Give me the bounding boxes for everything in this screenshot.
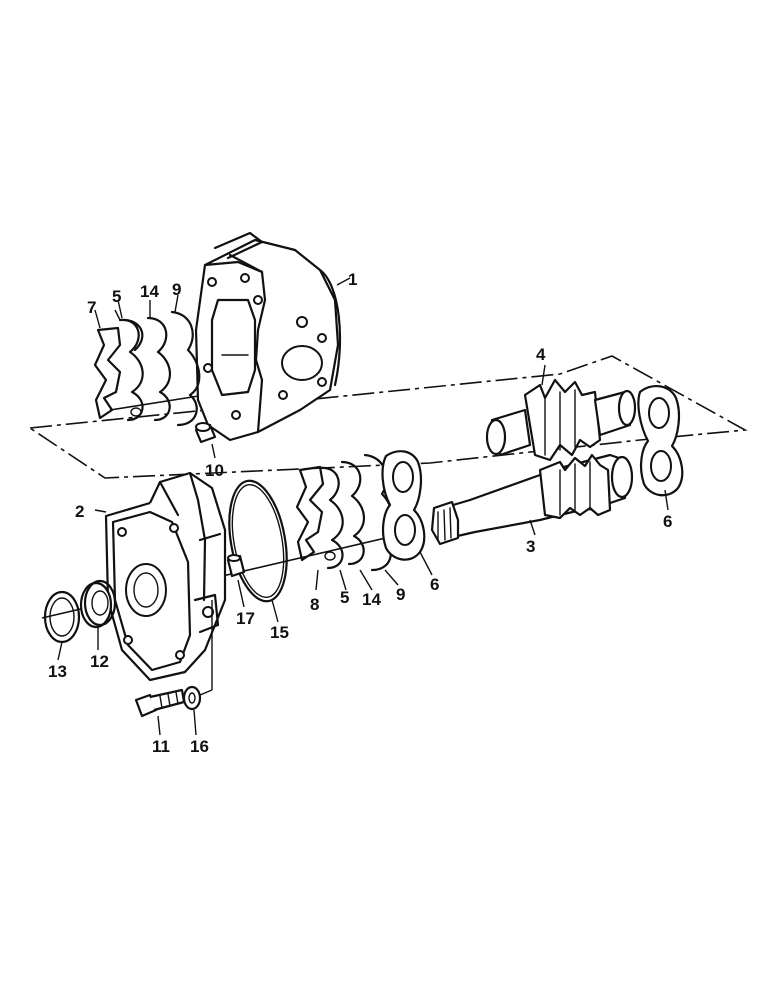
bolt-axis-line <box>199 689 213 696</box>
callout-12: 12 <box>90 652 109 671</box>
callout-13: 13 <box>48 662 67 681</box>
driven-gear-part-4 <box>485 378 637 462</box>
snap-ring-part-13 <box>43 590 81 644</box>
callout-10: 10 <box>205 461 224 480</box>
callout-17: 17 <box>236 609 255 628</box>
o-ring-part-15 <box>228 479 288 603</box>
pump-body-part-1 <box>194 231 342 442</box>
shaft-seal-part-12 <box>79 579 117 629</box>
wear-plate-part-6-right <box>637 384 684 497</box>
callout-6-lower: 6 <box>430 575 439 594</box>
bolt-part-11 <box>134 688 186 718</box>
callout-11: 11 <box>152 737 170 756</box>
wear-plate-part-6-lower <box>381 450 426 561</box>
callout-1: 1 <box>348 270 357 289</box>
washer-part-16 <box>182 685 202 711</box>
seal-part-9-upper <box>170 310 201 427</box>
callout-2: 2 <box>75 502 84 521</box>
upper-axis-line <box>109 394 206 411</box>
callout-5-lower: 5 <box>340 588 349 607</box>
callout-14-lower: 14 <box>362 590 381 609</box>
callout-3: 3 <box>526 537 535 556</box>
dowel-pin-part-10 <box>194 422 217 444</box>
drive-gear-shaft-part-3 <box>430 453 634 546</box>
seal-set-lower <box>295 453 394 572</box>
seal-part-5-lower <box>318 466 344 570</box>
callout-14-upper: 14 <box>140 282 159 301</box>
callout-16: 16 <box>190 737 209 756</box>
callout-15: 15 <box>270 623 289 642</box>
cover-flange-part-2 <box>104 471 227 682</box>
seal-part-14-lower <box>340 460 365 566</box>
assembly-plane-outline <box>27 355 748 479</box>
callout-5-upper: 5 <box>112 287 121 306</box>
leader-lines <box>57 277 669 736</box>
seal-set-upper <box>93 310 201 427</box>
callout-4: 4 <box>536 345 546 364</box>
seal-part-5-upper <box>118 318 144 422</box>
backup-plate-part-8 <box>295 465 325 562</box>
backup-plate-part-7 <box>93 326 122 420</box>
callout-6-right: 6 <box>663 512 672 531</box>
callout-9-lower: 9 <box>396 585 405 604</box>
callout-9-upper: 9 <box>172 280 181 299</box>
fitting-part-17 <box>226 554 246 578</box>
callout-8: 8 <box>310 595 319 614</box>
seal-part-14-upper <box>146 316 171 422</box>
callout-7: 7 <box>87 298 96 317</box>
